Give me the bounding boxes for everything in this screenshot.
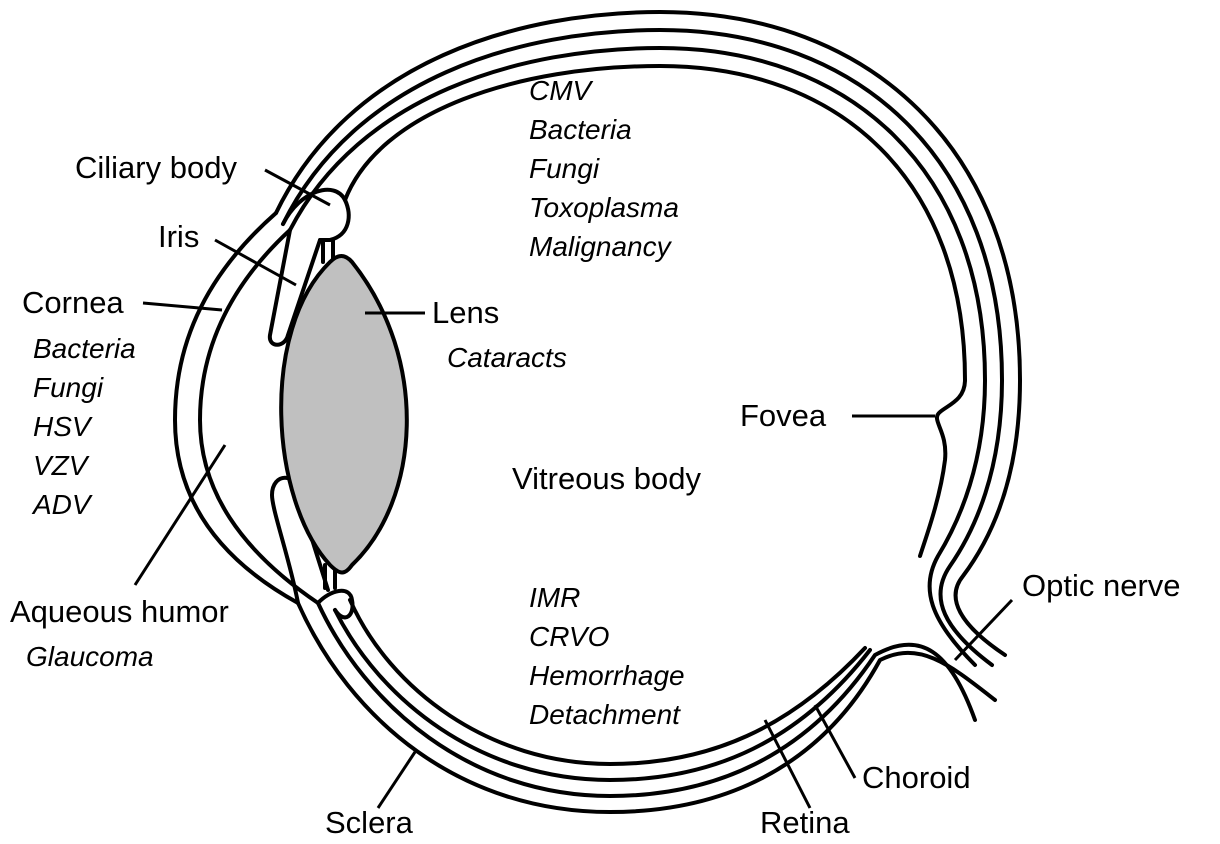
condition-item: Detachment <box>529 695 685 734</box>
leader-sclera <box>378 752 415 808</box>
condition-item: HSV <box>33 407 136 446</box>
lens-shape <box>281 256 407 573</box>
condition-item: Toxoplasma <box>529 188 679 227</box>
condition-item: Hemorrhage <box>529 656 685 695</box>
condition-item: IMR <box>529 578 685 617</box>
conditions-vitreous-upper: CMV Bacteria Fungi Toxoplasma Malignancy <box>529 71 679 266</box>
label-lens: Lens <box>432 295 499 331</box>
condition-item: Malignancy <box>529 227 679 266</box>
condition-item: Glaucoma <box>26 637 154 676</box>
label-cornea: Cornea <box>22 285 124 321</box>
condition-item: Cataracts <box>447 338 567 377</box>
label-ciliary-body: Ciliary body <box>75 150 237 186</box>
condition-item: Fungi <box>33 368 136 407</box>
condition-item: CRVO <box>529 617 685 656</box>
leader-choroid <box>815 705 855 778</box>
label-sclera: Sclera <box>325 805 413 841</box>
leader-optic-nerve <box>955 600 1012 660</box>
label-retina: Retina <box>760 805 850 841</box>
condition-item: Bacteria <box>529 110 679 149</box>
label-choroid: Choroid <box>862 760 971 796</box>
conditions-cornea: Bacteria Fungi HSV VZV ADV <box>33 329 136 524</box>
condition-item: CMV <box>529 71 679 110</box>
conditions-aqueous-humor: Glaucoma <box>26 637 154 676</box>
condition-item: Bacteria <box>33 329 136 368</box>
label-aqueous-humor: Aqueous humor <box>10 594 229 630</box>
condition-item: Fungi <box>529 149 679 188</box>
label-fovea: Fovea <box>740 398 826 434</box>
conditions-vitreous-lower: IMR CRVO Hemorrhage Detachment <box>529 578 685 734</box>
condition-item: ADV <box>33 485 136 524</box>
conditions-lens: Cataracts <box>447 338 567 377</box>
label-vitreous-body: Vitreous body <box>512 461 701 497</box>
condition-item: VZV <box>33 446 136 485</box>
label-optic-nerve: Optic nerve <box>1022 568 1181 604</box>
leader-cornea <box>143 303 222 310</box>
label-iris: Iris <box>158 219 199 255</box>
